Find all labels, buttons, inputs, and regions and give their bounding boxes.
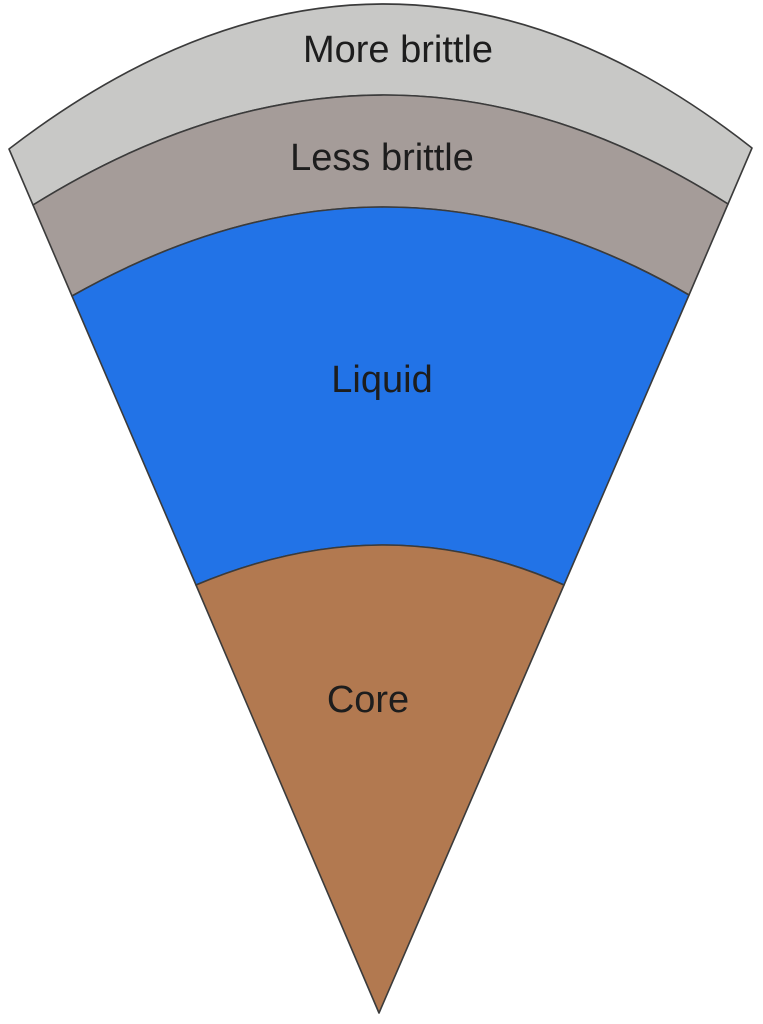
label-liquid: Liquid [331,359,432,401]
label-core: Core [327,679,409,721]
layer-core [195,544,565,1014]
label-less-brittle: Less brittle [290,137,474,179]
label-more-brittle: More brittle [303,29,493,71]
